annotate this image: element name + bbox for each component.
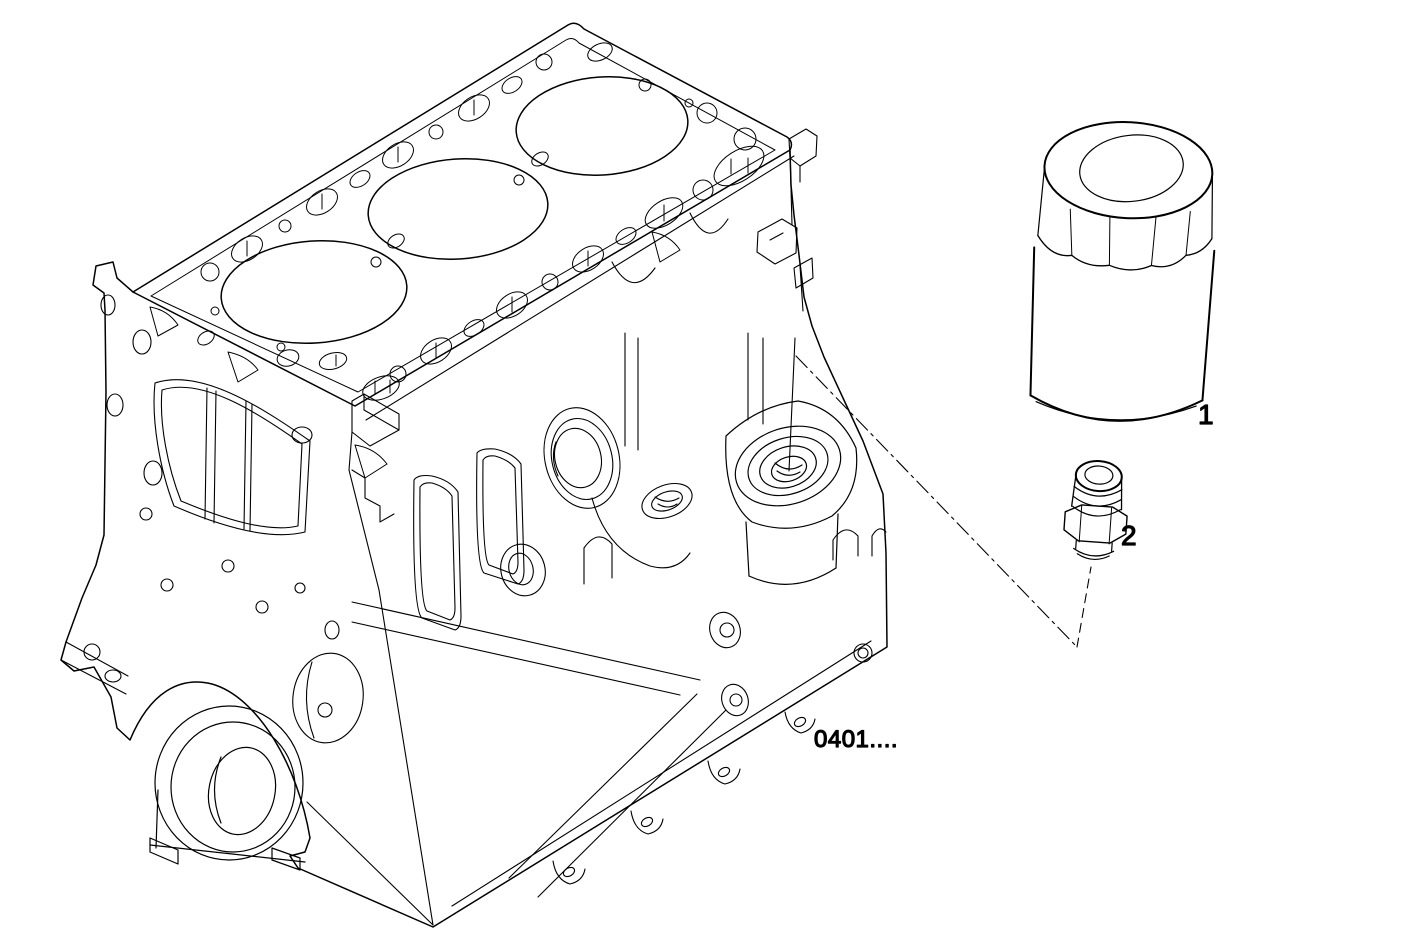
right-side-face	[351, 151, 887, 907]
threaded-boss	[641, 482, 693, 520]
callout-2[interactable]: 2	[1120, 519, 1137, 551]
part-fitting[interactable]	[1062, 459, 1131, 562]
callout-1[interactable]: 1	[1197, 398, 1214, 430]
round-opening-boss	[543, 407, 621, 509]
freeze-plug	[292, 652, 364, 744]
reference-code: 0401....	[814, 726, 898, 753]
leader-lines	[788, 337, 1092, 648]
leader-dashed	[1076, 566, 1092, 648]
front-face	[60, 294, 434, 926]
deck-edge-gussets	[149, 231, 681, 479]
block-silhouette	[60, 22, 888, 928]
crank-seal-housing	[149, 705, 306, 871]
rail-bolt-tabs	[552, 711, 816, 885]
rail-eye-bosses	[500, 543, 749, 717]
part-oil-filter[interactable]	[1025, 118, 1220, 426]
cylinder-bores	[220, 76, 689, 345]
leader-solid	[788, 337, 796, 472]
oil-filter-mount-boss	[725, 400, 858, 585]
engine-block-drawing	[60, 22, 888, 928]
deck-holes	[197, 42, 765, 401]
rear-bracket	[756, 151, 814, 312]
deck-corner-tabs	[351, 128, 818, 447]
leader-dash-dot	[795, 355, 1078, 648]
deck-inner-outline	[150, 38, 776, 393]
